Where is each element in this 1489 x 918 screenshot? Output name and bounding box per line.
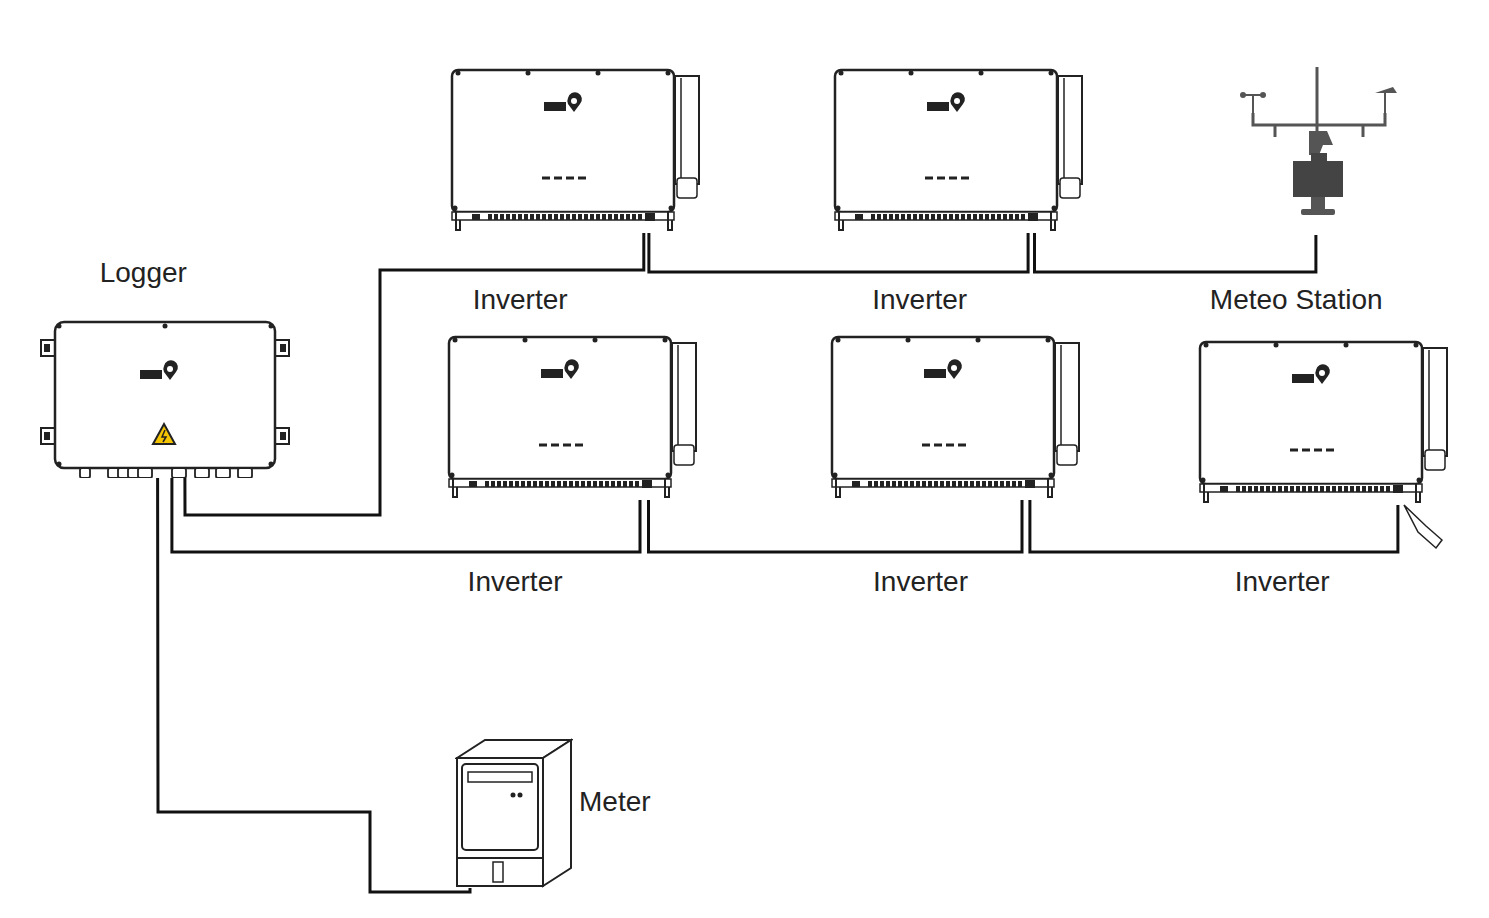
bus-cable xyxy=(172,478,640,552)
bus-cable xyxy=(649,233,1028,272)
inverter-illustration xyxy=(830,335,1085,500)
device-label: Meteo Station xyxy=(1210,283,1383,317)
device-label: Inverter xyxy=(468,565,563,599)
meteo-station-node: Meteo Station xyxy=(1235,65,1405,235)
inverter-node: Inverter xyxy=(830,335,1085,500)
bus-cable xyxy=(1030,500,1398,552)
inverter-illustration xyxy=(447,335,702,500)
inverter-node: Inverter xyxy=(450,68,705,233)
plug-illustration xyxy=(1404,505,1442,548)
inverter-illustration xyxy=(450,68,705,233)
inverter-node: Inverter xyxy=(833,68,1088,233)
device-label: Inverter xyxy=(473,283,568,317)
device-label: Inverter xyxy=(872,283,967,317)
meteo-station-illustration xyxy=(1235,65,1405,235)
device-label: Meter xyxy=(579,785,651,819)
meter-node: Meter xyxy=(455,738,573,888)
device-label: Logger xyxy=(100,256,187,290)
inverter-node: Inverter xyxy=(447,335,702,500)
device-label: Inverter xyxy=(873,565,968,599)
bus-cable xyxy=(649,500,1023,552)
logger-illustration xyxy=(38,318,298,478)
inverter-node: Inverter xyxy=(1198,340,1453,505)
bus-cable xyxy=(1035,233,1316,272)
device-label: Inverter xyxy=(1235,565,1330,599)
logger-node: Logger xyxy=(38,318,298,478)
bus-cable xyxy=(158,478,470,892)
meter-illustration xyxy=(455,738,573,888)
inverter-illustration xyxy=(833,68,1088,233)
inverter-illustration xyxy=(1198,340,1453,505)
